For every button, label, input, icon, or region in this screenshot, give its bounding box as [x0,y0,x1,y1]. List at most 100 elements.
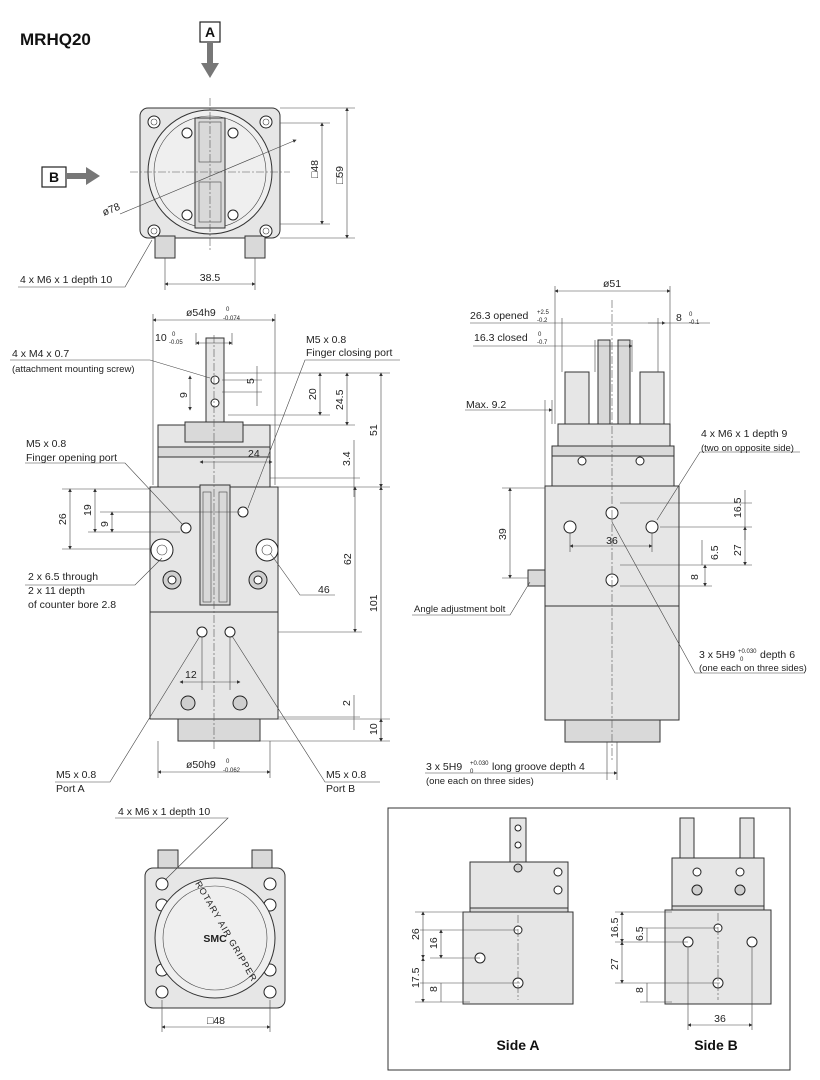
side-b-dim-36: 36 [714,1013,726,1025]
front-through-2: 2 x 11 depth [28,585,85,597]
side-h9-2-note: (one each on three sides) [426,776,534,787]
view-marker-a: A [199,21,221,78]
front-opening-1: M5 x 0.8 [26,438,66,450]
front-through-3: of counter bore 2.8 [28,599,116,611]
front-opening-2: Finger opening port [26,452,117,464]
svg-text:0: 0 [226,307,230,313]
side-b-dim-65: 6.5 [634,926,646,941]
side-max-92: Max. 9.2 [466,399,506,411]
front-dim-101: 101 [368,594,380,612]
front-dim-51: 51 [368,424,380,436]
front-dia-50: ø50h9 [186,759,216,771]
side-h9-1-note: (one each on three sides) [699,663,807,674]
port-b-2: Port B [326,783,355,795]
svg-text:-0.074: -0.074 [223,316,241,322]
marker-b-label: B [49,169,59,185]
side-b-dim-8: 8 [634,987,646,993]
front-dim-9a: 9 [178,392,190,398]
side-m6-label: 4 x M6 x 1 depth 9 [701,428,788,440]
side-dim-8: 8 [676,312,682,324]
top-sq-59: □59 [334,166,346,184]
side-closed: 16.3 closed [474,332,528,344]
side-dia-51: ø51 [603,278,621,290]
front-dim-2: 2 [341,700,353,706]
front-dim-34: 3.4 [341,451,353,466]
bottom-mount-holes: 4 x M6 x 1 depth 10 [118,806,210,818]
front-dim-46: 46 [318,584,330,596]
svg-text:-0.062: -0.062 [223,768,241,774]
svg-text:0: 0 [740,657,744,663]
front-dim-12: 12 [185,669,197,681]
svg-text:0: 0 [172,332,176,338]
side-opened: 26.3 opened [470,310,529,322]
front-dim-10b: 10 [368,723,380,735]
front-dim-24: 24 [248,448,260,460]
top-mount-holes-label: 4 x M6 x 1 depth 10 [20,274,112,286]
svg-text:0: 0 [538,332,542,338]
side-b-dim-165: 16.5 [609,917,621,938]
port-a-1: M5 x 0.8 [56,769,96,781]
front-dia-54: ø54h9 [186,307,216,319]
top-view: ø78 □48 □59 38.5 4 x M6 x 1 depth 10 [18,98,355,290]
front-closing-1: M5 x 0.8 [306,334,346,346]
top-dia-78: ø78 [101,201,122,219]
side-view: ø51 26.3 opened +2.5 -0.2 16.3 closed 0 … [412,278,807,787]
front-dim-9b: 9 [99,521,111,527]
top-pitch-385: 38.5 [200,272,221,284]
bottom-view: ROTARY AIR GRIPPER SMC 4 x M6 x 1 depth … [115,806,286,1032]
front-closing-2: Finger closing port [306,347,392,359]
drawing-title: MRHQ20 [20,30,91,49]
bottom-sq-48: □48 [207,1015,225,1027]
side-a-dim-8: 8 [428,986,440,992]
side-h9-2: 3 x 5H9 [426,761,462,773]
side-angle-bolt: Angle adjustment bolt [414,604,506,615]
side-b-dim-27: 27 [609,958,621,970]
detail-panel [387,807,791,1071]
side-dim-27: 27 [732,544,744,556]
svg-text:0: 0 [689,312,693,318]
side-a-view: 26 16 17.5 8 Side A [410,817,574,1053]
front-dim-20: 20 [307,388,319,400]
badge-brand: SMC [203,933,227,945]
side-b-label: Side B [694,1037,738,1053]
view-marker-b: B [41,166,100,188]
front-m4-note: (attachment mounting screw) [12,364,135,375]
svg-text:+0.030: +0.030 [470,761,489,767]
side-h9-2-rest: long groove depth 4 [492,761,585,773]
side-dim-8b: 8 [689,574,701,580]
svg-text:0: 0 [226,759,230,765]
side-b-view: 16.5 6.5 27 8 36 Side B [609,817,772,1053]
front-dim-10: 10 [155,332,167,344]
side-dim-36: 36 [606,535,618,547]
side-a-dim-26: 26 [410,928,422,940]
front-dim-19: 19 [82,504,94,516]
svg-text:+0.030: +0.030 [738,649,757,655]
svg-text:-0.7: -0.7 [537,340,548,346]
side-a-label: Side A [496,1037,539,1053]
svg-text:0: 0 [470,769,474,775]
front-view: ø54h9 0 -0.074 10 0 -0.05 4 x M4 x 0.7 (… [10,307,400,795]
side-dim-65: 6.5 [709,545,721,560]
front-dim-245: 24.5 [334,389,346,410]
svg-text:+2.5: +2.5 [537,310,550,316]
side-m6-note: (two on opposite side) [701,443,794,454]
port-a-2: Port A [56,783,85,795]
front-dim-5: 5 [245,378,257,384]
svg-text:-0.1: -0.1 [689,320,700,326]
svg-text:-0.05: -0.05 [169,340,183,346]
side-h9-1: 3 x 5H9 [699,649,735,661]
port-b-1: M5 x 0.8 [326,769,366,781]
marker-a-label: A [205,24,215,40]
front-through-1: 2 x 6.5 through [28,571,98,583]
front-dim-62: 62 [342,553,354,565]
side-a-dim-175: 17.5 [410,967,422,988]
svg-text:-0.2: -0.2 [537,318,548,324]
front-dim-26: 26 [57,513,69,525]
side-dim-165: 16.5 [732,497,744,518]
side-a-dim-16: 16 [428,937,440,949]
top-sq-48: □48 [309,160,321,178]
front-m4-label: 4 x M4 x 0.7 [12,348,69,360]
side-h9-1-rest: depth 6 [760,649,795,661]
side-dim-39: 39 [497,528,509,540]
